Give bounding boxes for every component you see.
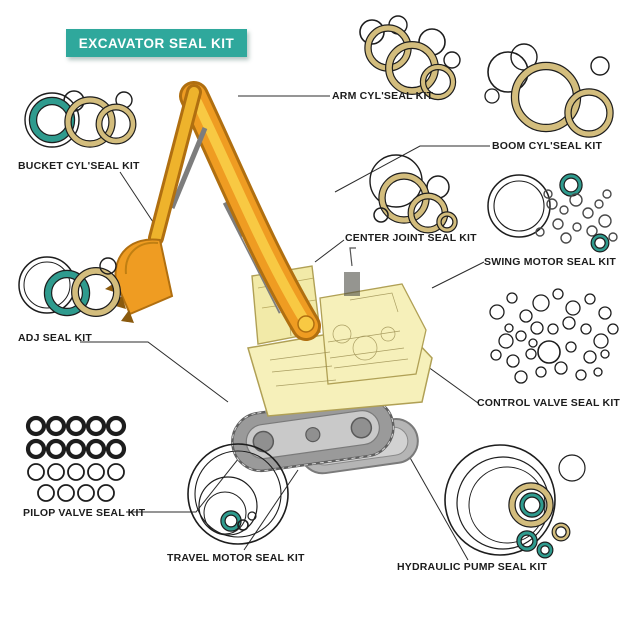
excavator-track (231, 397, 395, 473)
label-center-joint-seal-kit: CENTER JOINT SEAL KIT (345, 232, 477, 244)
excavator-illustration (105, 81, 433, 475)
seal-group-hydraulic-pump (444, 444, 586, 559)
seal-group-control-valve (489, 288, 619, 384)
label-boom-cyl-seal-kit: BOOM CYL'SEAL KIT (492, 140, 603, 152)
page-title: EXCAVATOR SEAL KIT (78, 35, 235, 51)
label-bucket-cyl-seal-kit: BUCKET CYL'SEAL KIT (18, 160, 140, 172)
excavator-boom (179, 81, 321, 341)
leader-line-boom (334, 145, 490, 193)
leader-line-travel (243, 469, 299, 551)
label-hydraulic-pump-seal-kit: HYDRAULIC PUMP SEAL KIT (397, 561, 548, 573)
label-swing-motor-seal-kit: SWING MOTOR SEAL KIT (484, 256, 616, 268)
bucket-teeth (105, 282, 134, 323)
excavator-bucket (105, 238, 174, 323)
leader-line-center-joint (314, 239, 345, 263)
label-control-valve-seal-kit: CONTROL VALVE SEAL KIT (477, 397, 621, 409)
leader-line-swing (431, 261, 485, 289)
seal-group-arm-cyl (359, 15, 461, 101)
operator-seat (344, 272, 360, 296)
seal-group-pilop-valve (25, 415, 127, 502)
title-banner: EXCAVATOR SEAL KIT (66, 29, 247, 57)
leader-line-adj (80, 341, 229, 403)
label-adj-seal-kit: ADJ SEAL KIT (18, 332, 92, 344)
leader-line-pump (399, 439, 469, 561)
antenna (349, 247, 356, 267)
leader-line-bucket (119, 171, 156, 226)
seal-group-center-joint (369, 154, 458, 234)
seal-group-swing-motor (487, 173, 618, 253)
leader-line-control-valve (423, 363, 479, 404)
excavator-arm (148, 84, 208, 246)
label-travel-motor-seal-kit: TRAVEL MOTOR SEAL KIT (167, 552, 305, 564)
seal-group-adj (18, 256, 121, 317)
label-pilop-valve-seal-kit: PILOP VALVE SEAL KIT (23, 507, 146, 519)
seal-group-boom-cyl (484, 43, 614, 138)
seal-group-travel-motor (187, 443, 289, 545)
leader-lines (80, 95, 490, 561)
label-arm-cyl-seal-kit: ARM CYL'SEAL KIT (332, 90, 434, 102)
seal-group-bucket-cyl (24, 90, 137, 148)
